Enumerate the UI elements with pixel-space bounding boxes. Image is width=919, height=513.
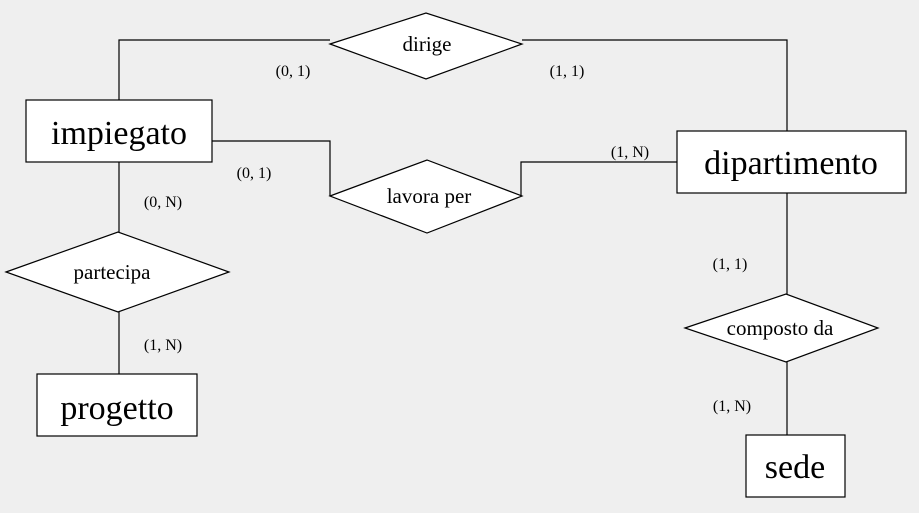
cardinality-dirige-dipartimento: (1, 1) <box>550 63 585 80</box>
relationship-composto-da-label: composto da <box>727 316 834 340</box>
entity-sede-box <box>745 434 846 498</box>
relationship-partecipa-shape <box>4 231 231 313</box>
relationship-partecipa: partecipa <box>4 231 231 313</box>
connectors <box>118 39 788 435</box>
entity-progetto-box <box>36 373 198 437</box>
relationship-lavora-per-shape <box>328 159 524 234</box>
relationship-partecipa-label: partecipa <box>74 260 152 284</box>
entity-sede-label: sede <box>765 449 825 486</box>
entity-impiegato-label: impiegato <box>51 115 187 152</box>
cardinality-lavora-impiegato: (0, 1) <box>237 165 272 182</box>
cardinality-composto-sede: (1, N) <box>713 398 751 415</box>
relationship-lavora-per: lavora per <box>328 159 524 234</box>
link-impiegato-dirige <box>118 39 330 100</box>
cardinality-partecipa-progetto: (1, N) <box>144 337 182 354</box>
link-impiegato-lavora-per <box>212 140 331 196</box>
cardinality-dirige-impiegato: (0, 1) <box>276 63 311 80</box>
cardinality-partecipa-impiegato: (0, N) <box>144 194 182 211</box>
entity-impiegato-box <box>25 99 213 163</box>
relationship-composto-da-shape <box>683 293 880 363</box>
entity-dipartimento: dipartimento <box>676 130 907 194</box>
relationship-lavora-per-label: lavora per <box>387 184 472 208</box>
relationship-dirige-label: dirige <box>403 32 452 56</box>
entity-sede: sede <box>745 434 846 498</box>
cardinality-lavora-dipartimento: (1, N) <box>611 144 649 161</box>
link-lavora-per-dipartimento <box>520 161 677 196</box>
relationship-dirige: dirige <box>328 12 524 80</box>
cardinality-labels: (0, 1) (1, 1) (0, 1) (1, N) (0, N) (1, N… <box>144 63 751 415</box>
relationship-dirige-shape <box>328 12 524 80</box>
cardinality-composto-dipartimento: (1, 1) <box>713 256 748 273</box>
link-dirige-dipartimento <box>522 39 788 131</box>
entity-progetto: progetto <box>36 373 198 437</box>
entity-dipartimento-label: dipartimento <box>704 145 878 182</box>
entity-impiegato: impiegato <box>25 99 213 163</box>
entity-progetto-label: progetto <box>60 390 173 427</box>
entity-dipartimento-box <box>676 130 907 194</box>
relationship-composto-da: composto da <box>683 293 880 363</box>
